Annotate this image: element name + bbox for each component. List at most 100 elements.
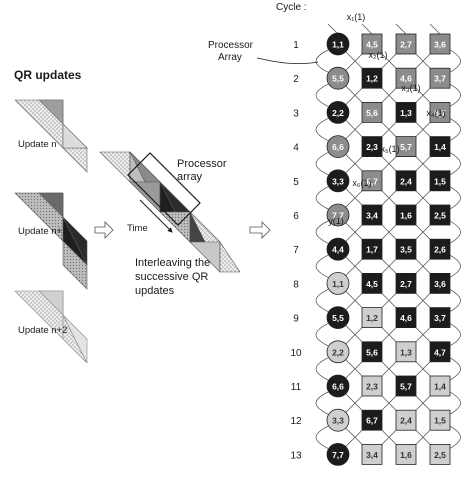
cycle-number: 4 — [293, 143, 299, 154]
processor-index: 3,7 — [434, 74, 446, 84]
diagonal-processor: 7,7 — [326, 442, 350, 466]
processor-index: 7,7 — [332, 211, 344, 221]
offdiagonal-processor: 3,7 — [429, 307, 451, 329]
processor-index: 3,4 — [366, 211, 378, 221]
cycle-number: 10 — [290, 348, 302, 359]
processor-index: 2,2 — [332, 347, 344, 357]
interleave-caption-2: successive QR — [135, 271, 209, 283]
offdiagonal-processor: 1,6 — [395, 204, 417, 226]
offdiagonal-processor: 3,4 — [361, 443, 383, 465]
processor-index: 5,5 — [332, 74, 344, 84]
diagonal-processor: 1,1 — [326, 32, 350, 56]
diagonal-processor: 1,1 — [326, 271, 350, 295]
processor-index: 6,7 — [366, 416, 378, 426]
offdiagonal-processor: 4,7 — [429, 341, 451, 363]
offdiagonal-processor: 2,7 — [395, 272, 417, 294]
processor-index: 1,7 — [366, 245, 378, 255]
processor-index: 1,6 — [400, 211, 412, 221]
processor-index: 2,6 — [434, 245, 446, 255]
update-n2-shape — [14, 290, 88, 364]
cycle-number: 3 — [293, 108, 299, 119]
cycle-number: 6 — [293, 211, 299, 222]
cycle-number: 5 — [293, 177, 299, 188]
offdiagonal-processor: 2,4 — [395, 170, 417, 192]
processor-index: 1,5 — [434, 176, 446, 186]
offdiagonal-processor: 1,5 — [429, 409, 451, 431]
processor-index: 1,4 — [434, 142, 446, 152]
offdiagonal-processor: 4,5 — [361, 272, 383, 294]
processor-array-pointer — [256, 57, 319, 65]
input-label: x₁(1) — [347, 12, 366, 22]
offdiagonal-processor: 2,4 — [395, 409, 417, 431]
cycle-number: 12 — [290, 416, 302, 427]
offdiagonal-processor: 1,6 — [395, 443, 417, 465]
processor-index: 1,4 — [434, 382, 446, 392]
update-n2-label: Update n+2 — [18, 325, 68, 336]
interleave-caption-3: updates — [135, 285, 175, 297]
diagonal-processor: 2,2 — [326, 101, 350, 124]
offdiagonal-processor: 3,4 — [361, 204, 383, 226]
offdiagonal-processor: 1,3 — [395, 341, 417, 363]
cycle-number: 9 — [293, 314, 299, 325]
offdiagonal-processor: 5,6 — [361, 102, 383, 123]
offdiagonal-processor: 2,5 — [429, 204, 451, 226]
offdiagonal-processor: 6,7 — [361, 170, 383, 192]
input-label: x₅(1) — [380, 144, 399, 154]
diagonal-processor: 4,4 — [326, 237, 350, 261]
cycle-number: 2 — [293, 74, 299, 85]
processor-index: 6,7 — [434, 108, 446, 118]
input-label: x₆(1) — [352, 178, 371, 188]
diagonal-processor: 6,6 — [326, 374, 350, 398]
processor-index: 1,3 — [400, 347, 412, 357]
offdiagonal-processor: 2,5 — [429, 443, 451, 465]
offdiagonal-processor: 3,5 — [395, 238, 417, 260]
offdiagonal-processor: 2,7 — [395, 33, 417, 55]
cycle-number: 11 — [291, 382, 302, 393]
time-arrow — [139, 199, 173, 233]
processor-index: 4,4 — [332, 245, 344, 255]
diagonal-processor: 5,5 — [326, 306, 350, 330]
processor-index: 7,7 — [332, 450, 344, 460]
processor-index: 6,6 — [332, 382, 344, 392]
cycle-header: Cycle : — [276, 2, 307, 13]
input-label: x₄(1) — [426, 108, 445, 118]
processor-index: 6,7 — [366, 176, 378, 186]
qr-updates-title: QR updates — [14, 68, 82, 82]
offdiagonal-processor: 5,7 — [395, 375, 417, 397]
processor-index: 1,1 — [332, 279, 344, 289]
right-processor-label-2: Array — [218, 52, 242, 63]
right-processor-label-1: Processor — [208, 40, 254, 51]
offdiagonal-processor: 2,3 — [361, 375, 383, 397]
cycle-number: 13 — [290, 450, 302, 461]
processor-index: 1,2 — [366, 74, 378, 84]
processor-index: 2,3 — [366, 382, 378, 392]
offdiagonal-processor: 6,7 — [361, 409, 383, 431]
processor-index: 3,6 — [434, 40, 446, 50]
diagonal-processor: 2,2 — [326, 340, 350, 364]
diagonal-processor: 5,5 — [326, 66, 350, 90]
interleaved-band — [99, 151, 241, 273]
processor-index: 2,3 — [366, 142, 378, 152]
processor-index: 4,5 — [366, 40, 378, 50]
processor-index: 5,5 — [332, 313, 344, 323]
diagonal-processor: 3,3 — [326, 408, 350, 432]
processor-index: 3,3 — [332, 176, 344, 186]
processor-index: 2,4 — [400, 176, 412, 186]
processor-index: 2,5 — [434, 211, 446, 221]
processor-index: 1,5 — [434, 416, 446, 426]
input-label: x₃(1) — [401, 83, 420, 93]
processor-index: 2,5 — [434, 450, 446, 460]
processor-index: 1,1 — [332, 40, 344, 50]
processor-index: 2,7 — [400, 279, 412, 289]
update-n1-shape — [14, 192, 88, 290]
offdiagonal-processor: 5,7 — [395, 136, 417, 158]
diagonal-processor: 7,7 — [326, 203, 350, 227]
input-label: y(1) — [328, 216, 344, 226]
processor-index: 5,7 — [400, 382, 412, 392]
processor-index: 1,3 — [400, 108, 412, 118]
processor-index: 3,5 — [400, 245, 412, 255]
processor-array-frame — [127, 152, 201, 226]
processor-index: 1,2 — [366, 313, 378, 323]
processor-index: 4,6 — [400, 74, 412, 84]
